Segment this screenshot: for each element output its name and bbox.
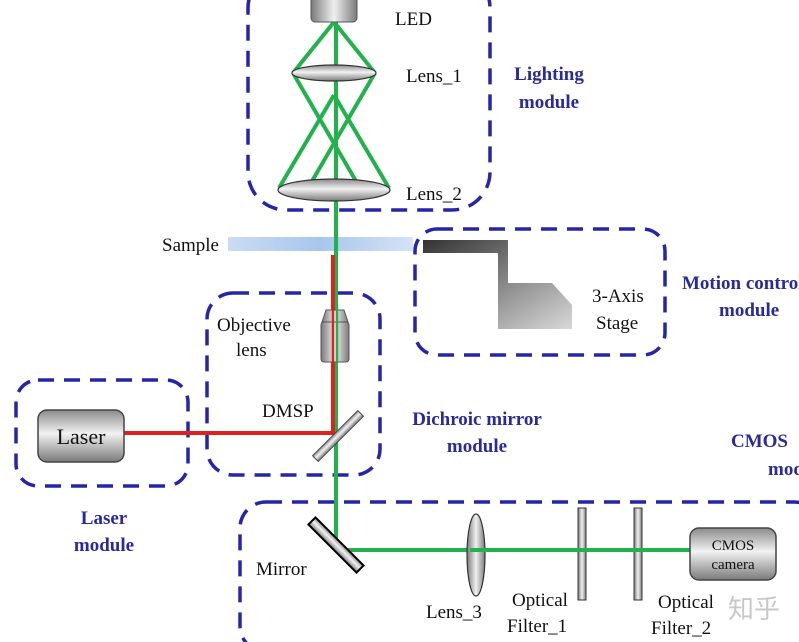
dmsp-label: DMSP bbox=[262, 401, 314, 422]
motion-control-module-box bbox=[413, 227, 667, 357]
led-source bbox=[310, 0, 358, 23]
lens-2-label: Lens_2 bbox=[406, 184, 462, 205]
filter-1-label-2: Filter_1 bbox=[507, 616, 567, 637]
lens-2 bbox=[277, 178, 391, 202]
dichroic-mirror bbox=[311, 409, 365, 463]
filter-1-label-1: Optical bbox=[512, 590, 568, 611]
mirror bbox=[307, 516, 365, 574]
lighting-module-label-1: Lighting bbox=[514, 64, 584, 85]
lighting-module-label-2: module bbox=[519, 92, 579, 113]
motion-module-label-1: Motion control bbox=[682, 273, 799, 294]
objective-lens bbox=[320, 305, 350, 363]
sample-slide bbox=[228, 237, 413, 251]
lens-3-label: Lens_3 bbox=[426, 602, 482, 623]
objective-label-2: lens bbox=[236, 340, 267, 361]
filter-2-label-1: Optical bbox=[658, 592, 714, 613]
stage-label-1: 3-Axis bbox=[592, 286, 644, 307]
sample-label: Sample bbox=[162, 235, 219, 256]
led-label: LED bbox=[395, 9, 432, 30]
cmos-module-label-2: module bbox=[768, 459, 799, 480]
laser-label: Laser bbox=[57, 424, 107, 449]
lens-1-label: Lens_1 bbox=[406, 66, 462, 87]
mirror-label: Mirror bbox=[256, 559, 307, 580]
stage-label-2: Stage bbox=[596, 313, 638, 334]
dichroic-module-label-1: Dichroic mirror bbox=[412, 409, 542, 430]
three-axis-stage bbox=[423, 240, 572, 329]
filter-2-label-2: Filter_2 bbox=[651, 618, 711, 639]
cmos-module-label-1: CMOS bbox=[731, 431, 788, 452]
dichroic-module-label-2: module bbox=[447, 436, 507, 457]
laser-source bbox=[37, 409, 125, 463]
lighting-module-box bbox=[246, 0, 492, 212]
lens-3 bbox=[466, 513, 486, 597]
laser-module-label-1: Laser bbox=[81, 508, 128, 529]
dichroic-mirror-module-box bbox=[205, 291, 382, 477]
cmos-module-box bbox=[238, 500, 799, 642]
camera-label-2: camera bbox=[711, 557, 755, 573]
lens-1 bbox=[291, 64, 377, 82]
lighting-rays bbox=[277, 20, 391, 190]
optical-filter-2 bbox=[633, 507, 643, 601]
optical-filter-1 bbox=[577, 507, 587, 601]
motion-module-label-2: module bbox=[719, 300, 779, 321]
objective-label-1: Objective bbox=[217, 315, 291, 336]
cmos-camera bbox=[689, 527, 777, 581]
watermark: 知乎 bbox=[728, 595, 780, 625]
laser-module-label-2: module bbox=[74, 535, 134, 556]
camera-label-1: CMOS bbox=[712, 538, 755, 554]
